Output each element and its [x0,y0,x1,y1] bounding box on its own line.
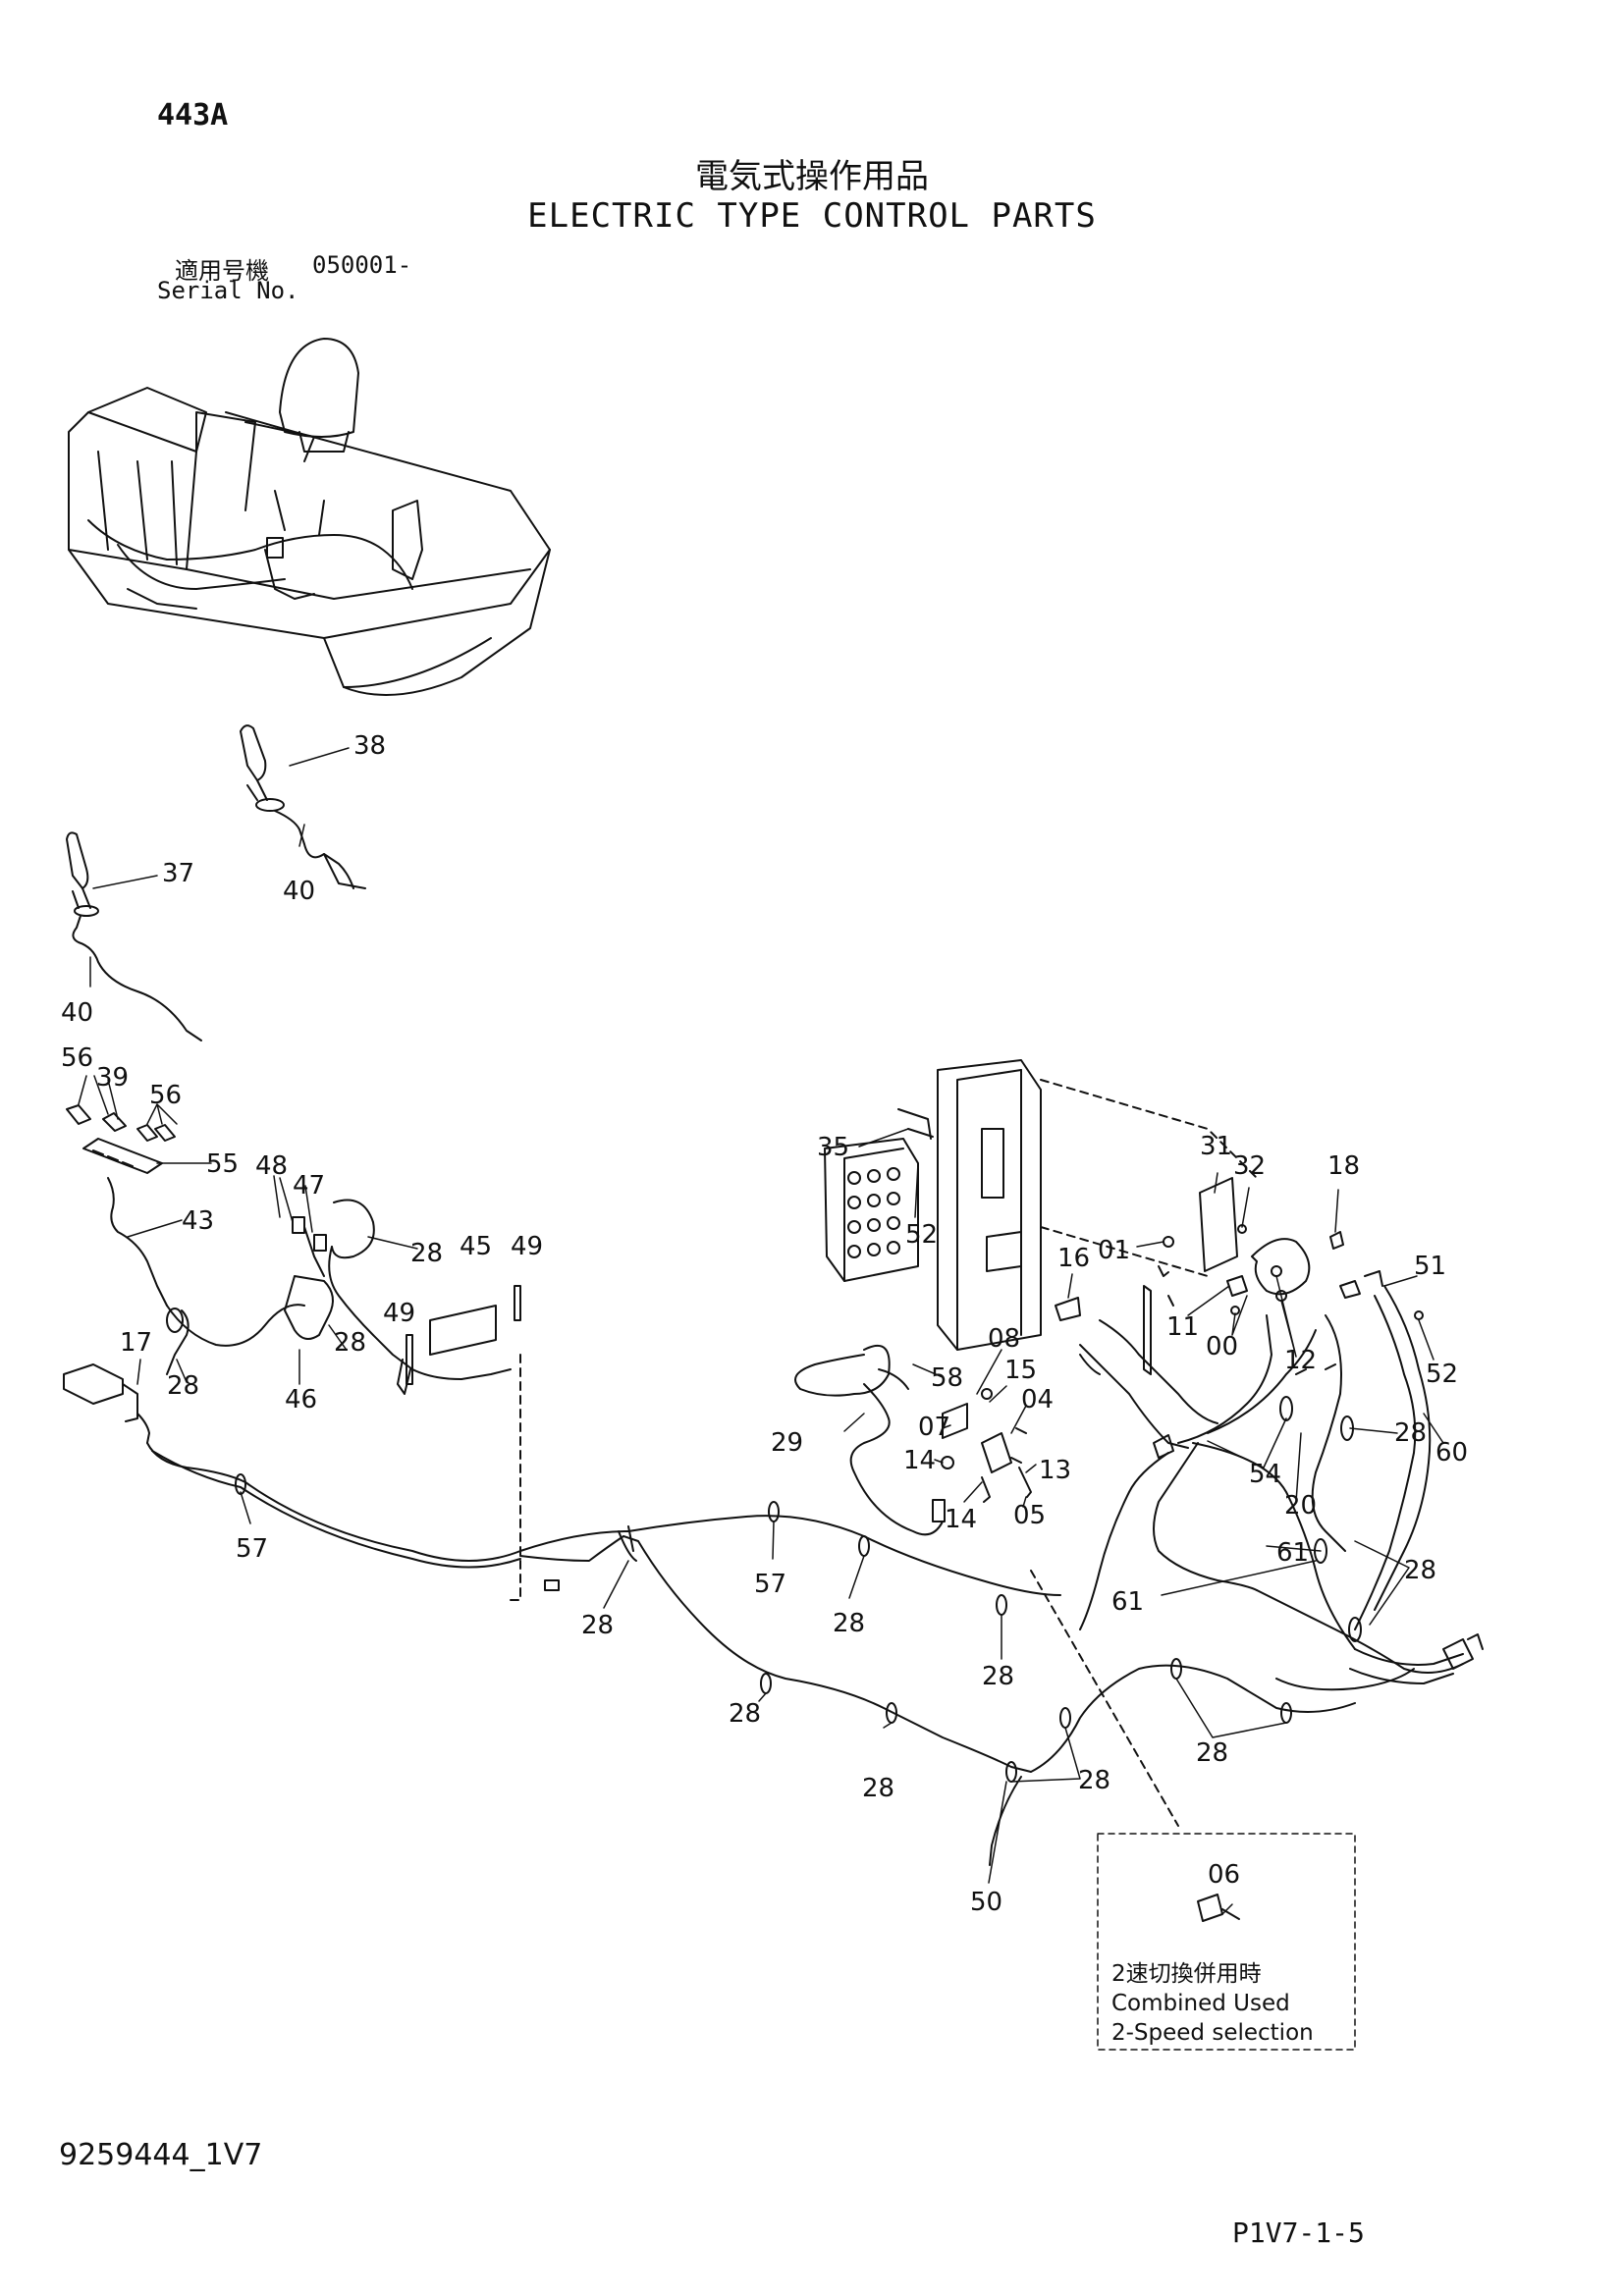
callout-38: 38 [353,731,386,761]
inset-note-japanese: 2速切換併用時 [1111,1961,1262,1987]
callout-61: 61 [1111,1587,1144,1617]
callout-12: 12 [1284,1346,1317,1375]
callout-52: 52 [1426,1360,1458,1389]
left-joystick-lever-drawing [66,831,202,1041]
callout-28: 28 [982,1662,1014,1691]
switch-panel-drawing [66,1104,176,1307]
callout-29: 29 [771,1428,803,1458]
callout-48: 48 [255,1151,288,1181]
callout-52: 52 [905,1220,938,1250]
callout-60: 60 [1435,1438,1468,1468]
callout-07: 07 [918,1413,950,1442]
callout-14: 14 [903,1446,936,1475]
relay-group-drawing [1055,1177,1424,1375]
main-harness-drawing [146,1442,1356,1866]
callout-57: 57 [754,1570,786,1599]
callout-47: 47 [293,1171,325,1201]
title-english: ELECTRIC TYPE CONTROL PARTS [527,196,1097,236]
serial-label-japanese: 適用号機 [175,257,269,285]
callout-28: 28 [1394,1418,1427,1448]
callout-16: 16 [1057,1244,1090,1273]
speed-switch-parts-drawing [941,1388,1032,1503]
callout-43: 43 [182,1206,214,1236]
connector-17-drawing [63,1363,150,1444]
callout-28: 28 [1404,1556,1436,1585]
callout-17: 17 [120,1328,152,1358]
callout-13: 13 [1039,1456,1071,1485]
mounting-bracket-drawing [937,1059,1258,1351]
callout-35: 35 [817,1133,849,1162]
dashed-leader [510,1354,521,1601]
callout-14: 14 [945,1505,977,1534]
callout-18: 18 [1327,1151,1360,1181]
callout-28: 28 [729,1699,761,1729]
callout-15: 15 [1004,1356,1037,1385]
machine-overview-drawing [68,338,551,696]
callout-54: 54 [1249,1460,1281,1489]
callout-04: 04 [1021,1385,1054,1415]
callout-11: 11 [1166,1312,1199,1342]
callout-40: 40 [283,877,315,906]
callout-56: 56 [149,1081,182,1110]
callout-28: 28 [581,1611,614,1640]
callout-57: 57 [236,1534,268,1564]
title-japanese: 電気式操作用品 [695,157,929,196]
callout-39: 39 [96,1063,129,1093]
callout-28: 28 [334,1328,366,1358]
callout-55: 55 [206,1149,239,1179]
callout-56: 56 [61,1043,93,1073]
serial-label-english: Serial No. [157,277,299,304]
callout-49: 49 [511,1232,543,1261]
dashed-leader-inset [1030,1570,1179,1827]
callout-46: 46 [285,1385,317,1415]
center-harness-cluster-drawing [166,1199,512,1395]
callout-20: 20 [1284,1491,1317,1521]
callout-40: 40 [61,998,93,1028]
inset-note-english-line2: 2-Speed selection [1111,2020,1314,2046]
callout-28: 28 [410,1239,443,1268]
callout-08: 08 [988,1324,1020,1354]
callout-05: 05 [1013,1501,1046,1530]
callout-28: 28 [862,1774,894,1803]
callout-labels: 38 37 40 40 56 39 56 55 43 48 47 28 45 4… [61,731,1468,2046]
callout-49: 49 [383,1299,415,1328]
leader-lines [78,747,1444,1915]
callout-28: 28 [1196,1738,1228,1768]
right-joystick-lever-drawing [240,724,366,889]
callout-61: 61 [1276,1538,1309,1568]
callout-32: 32 [1233,1151,1266,1181]
callout-06: 06 [1208,1860,1240,1890]
callout-58: 58 [931,1363,963,1393]
wiring-29-drawing [794,1344,946,1536]
document-code: 9259444_1V7 [59,2138,263,2172]
callout-31: 31 [1200,1132,1232,1161]
callout-51: 51 [1414,1252,1446,1281]
pilot-valve-drawing [824,1108,934,1282]
callout-00: 00 [1206,1332,1238,1362]
callout-28: 28 [1078,1766,1110,1795]
serial-number-value: 050001- [312,251,412,279]
callout-37: 37 [162,859,194,888]
callout-50: 50 [970,1888,1002,1917]
callout-45: 45 [460,1232,492,1261]
callout-28: 28 [167,1371,199,1401]
cover-plate-drawing [406,1285,521,1385]
section-code: 443A [157,98,229,133]
callout-28: 28 [833,1609,865,1638]
callout-01: 01 [1098,1236,1130,1265]
inset-note-english-line1: Combined Used [1111,1991,1290,2016]
page-code: P1V7-1-5 [1232,2216,1365,2249]
